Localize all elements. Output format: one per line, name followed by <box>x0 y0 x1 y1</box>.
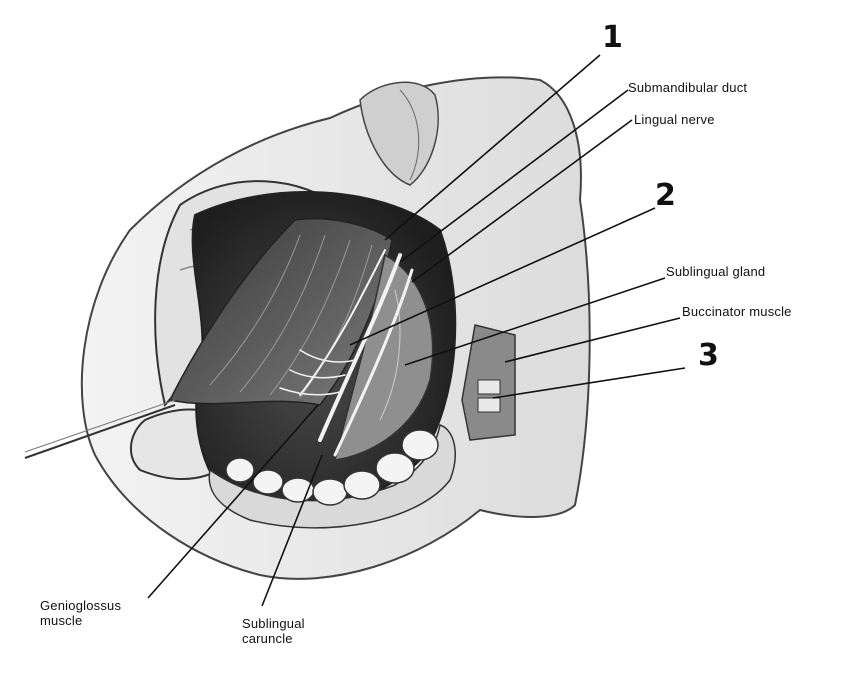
marker-3: 3 <box>698 338 719 373</box>
retractor-instrument <box>24 404 176 459</box>
leader-genioglossus <box>147 404 319 599</box>
label-caruncle-line2: caruncle <box>242 631 293 646</box>
marker-2: 2 <box>655 178 676 213</box>
label-caruncle-line1: Sublingual <box>242 616 305 631</box>
leader-caruncle <box>261 454 323 607</box>
label-genioglossus-line2: muscle <box>40 613 83 628</box>
leader-1 <box>384 54 601 241</box>
label-genioglossus-muscle: Genioglossus muscle <box>40 598 121 628</box>
label-sublingual-caruncle: Sublingual caruncle <box>242 616 305 646</box>
label-genioglossus-line1: Genioglossus <box>40 598 122 613</box>
label-sublingual-gland: Sublingual gland <box>666 264 766 279</box>
label-buccinator-muscle: Buccinator muscle <box>682 304 792 319</box>
label-lingual-nerve: Lingual nerve <box>634 112 715 127</box>
sublingual-gland <box>334 253 434 461</box>
leader-lines <box>147 54 686 607</box>
label-submandibular-duct: Submandibular duct <box>628 80 748 95</box>
nasal-structure <box>359 81 439 186</box>
nerve-duct-strands <box>279 249 414 457</box>
leader-buccinator <box>504 317 681 363</box>
leader-3 <box>492 367 686 399</box>
tongue <box>168 217 393 406</box>
marker-1: 1 <box>602 20 623 55</box>
leader-2 <box>349 207 656 346</box>
leader-submandibular-duct <box>399 89 629 263</box>
leader-lingual-nerve <box>411 119 633 283</box>
leader-sublingual-gland <box>404 277 666 366</box>
